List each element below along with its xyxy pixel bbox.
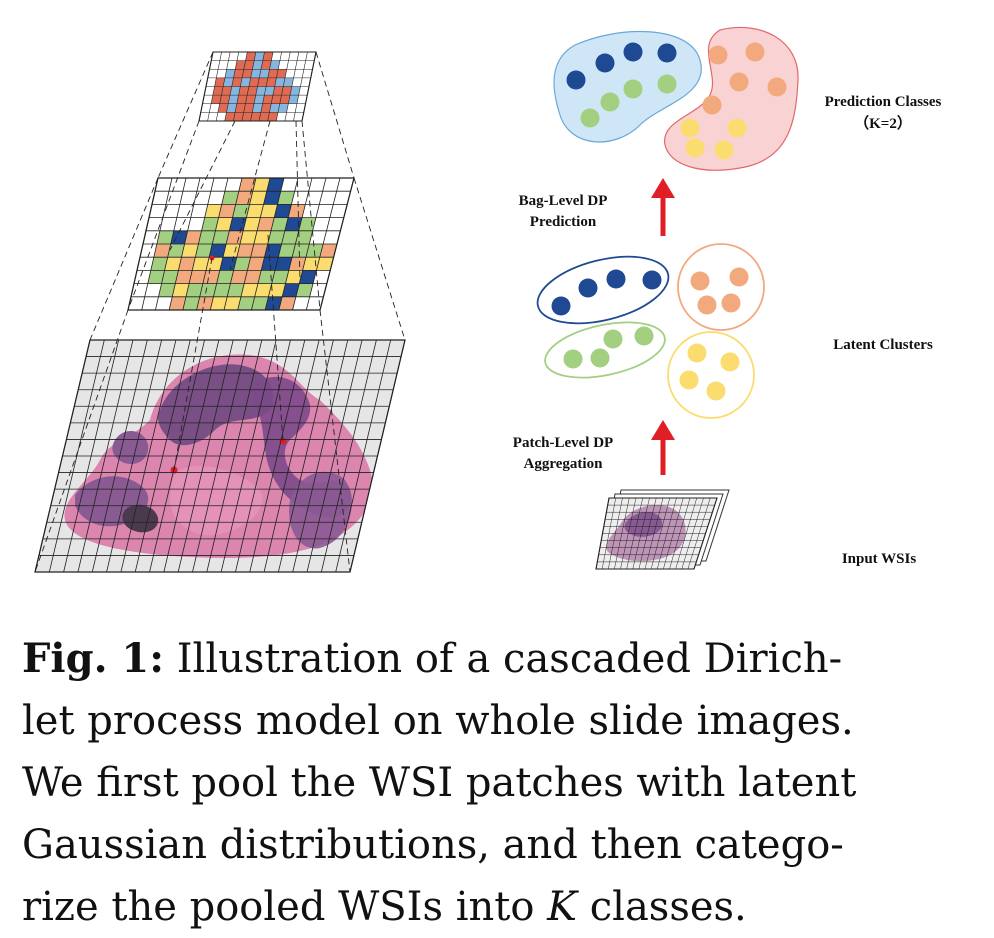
latent-clusters [536,243,765,419]
latent-patch-grid [127,177,355,311]
input-wsis-label: Input WSIs [842,551,917,567]
orange-cluster-boundary [677,243,765,331]
caption-text-5b: classes. [577,884,747,930]
figure-caption: Fig. 1: Illustration of a cascaded Diric… [22,628,972,938]
caption-fig-label: Fig. 1: [22,635,165,682]
caption-line-5: rize the pooled WSIs into K classes. [22,876,972,938]
caption-math-k: K [547,884,578,930]
latent-clusters-label: Latent Clusters [833,337,933,353]
pooled-cells [211,52,301,121]
k-value-label: （K=2） [854,114,912,132]
caption-text-1: Illustration of a cascaded Dirich- [164,636,843,682]
class-1-points [566,42,677,128]
class-2-points [680,42,787,160]
class-2-region [664,26,799,171]
yellow-cluster-boundary [667,331,755,419]
caption-line-3: We first pool the WSI patches with laten… [22,760,857,806]
blue-cluster-boundary [536,255,670,325]
bag-level-arrow [651,178,675,236]
wsi-bottom-grid [34,339,406,573]
caption-text-5a: rize the pooled WSIs into [22,884,548,930]
patch-level-label-line1: Patch-Level DP [513,435,613,451]
pooled-top-grid [198,51,317,122]
input-wsi-stack [595,489,730,570]
patch-cluster-cells [147,178,337,310]
tissue-section [64,354,373,558]
prediction-classes-label: Prediction Classes [825,94,942,110]
cascaded-dp-figure: Prediction Classes （K=2） Bag-Level DP Pr… [34,26,942,573]
prediction-classes [553,26,799,171]
green-cluster-boundary [544,321,666,379]
patch-level-label-line2: Aggregation [524,456,604,472]
caption-line-4: Gaussian distributions, and then catego- [22,822,844,868]
bag-level-label-line1: Bag-Level DP [519,193,608,209]
bag-level-label-line2: Prediction [530,214,597,230]
caption-line-1: Fig. 1: Illustration of a cascaded Diric… [22,628,972,690]
caption-line-2: let process model on whole slide images. [22,698,854,744]
patch-level-arrow [651,420,675,475]
projection-lines [34,51,406,573]
